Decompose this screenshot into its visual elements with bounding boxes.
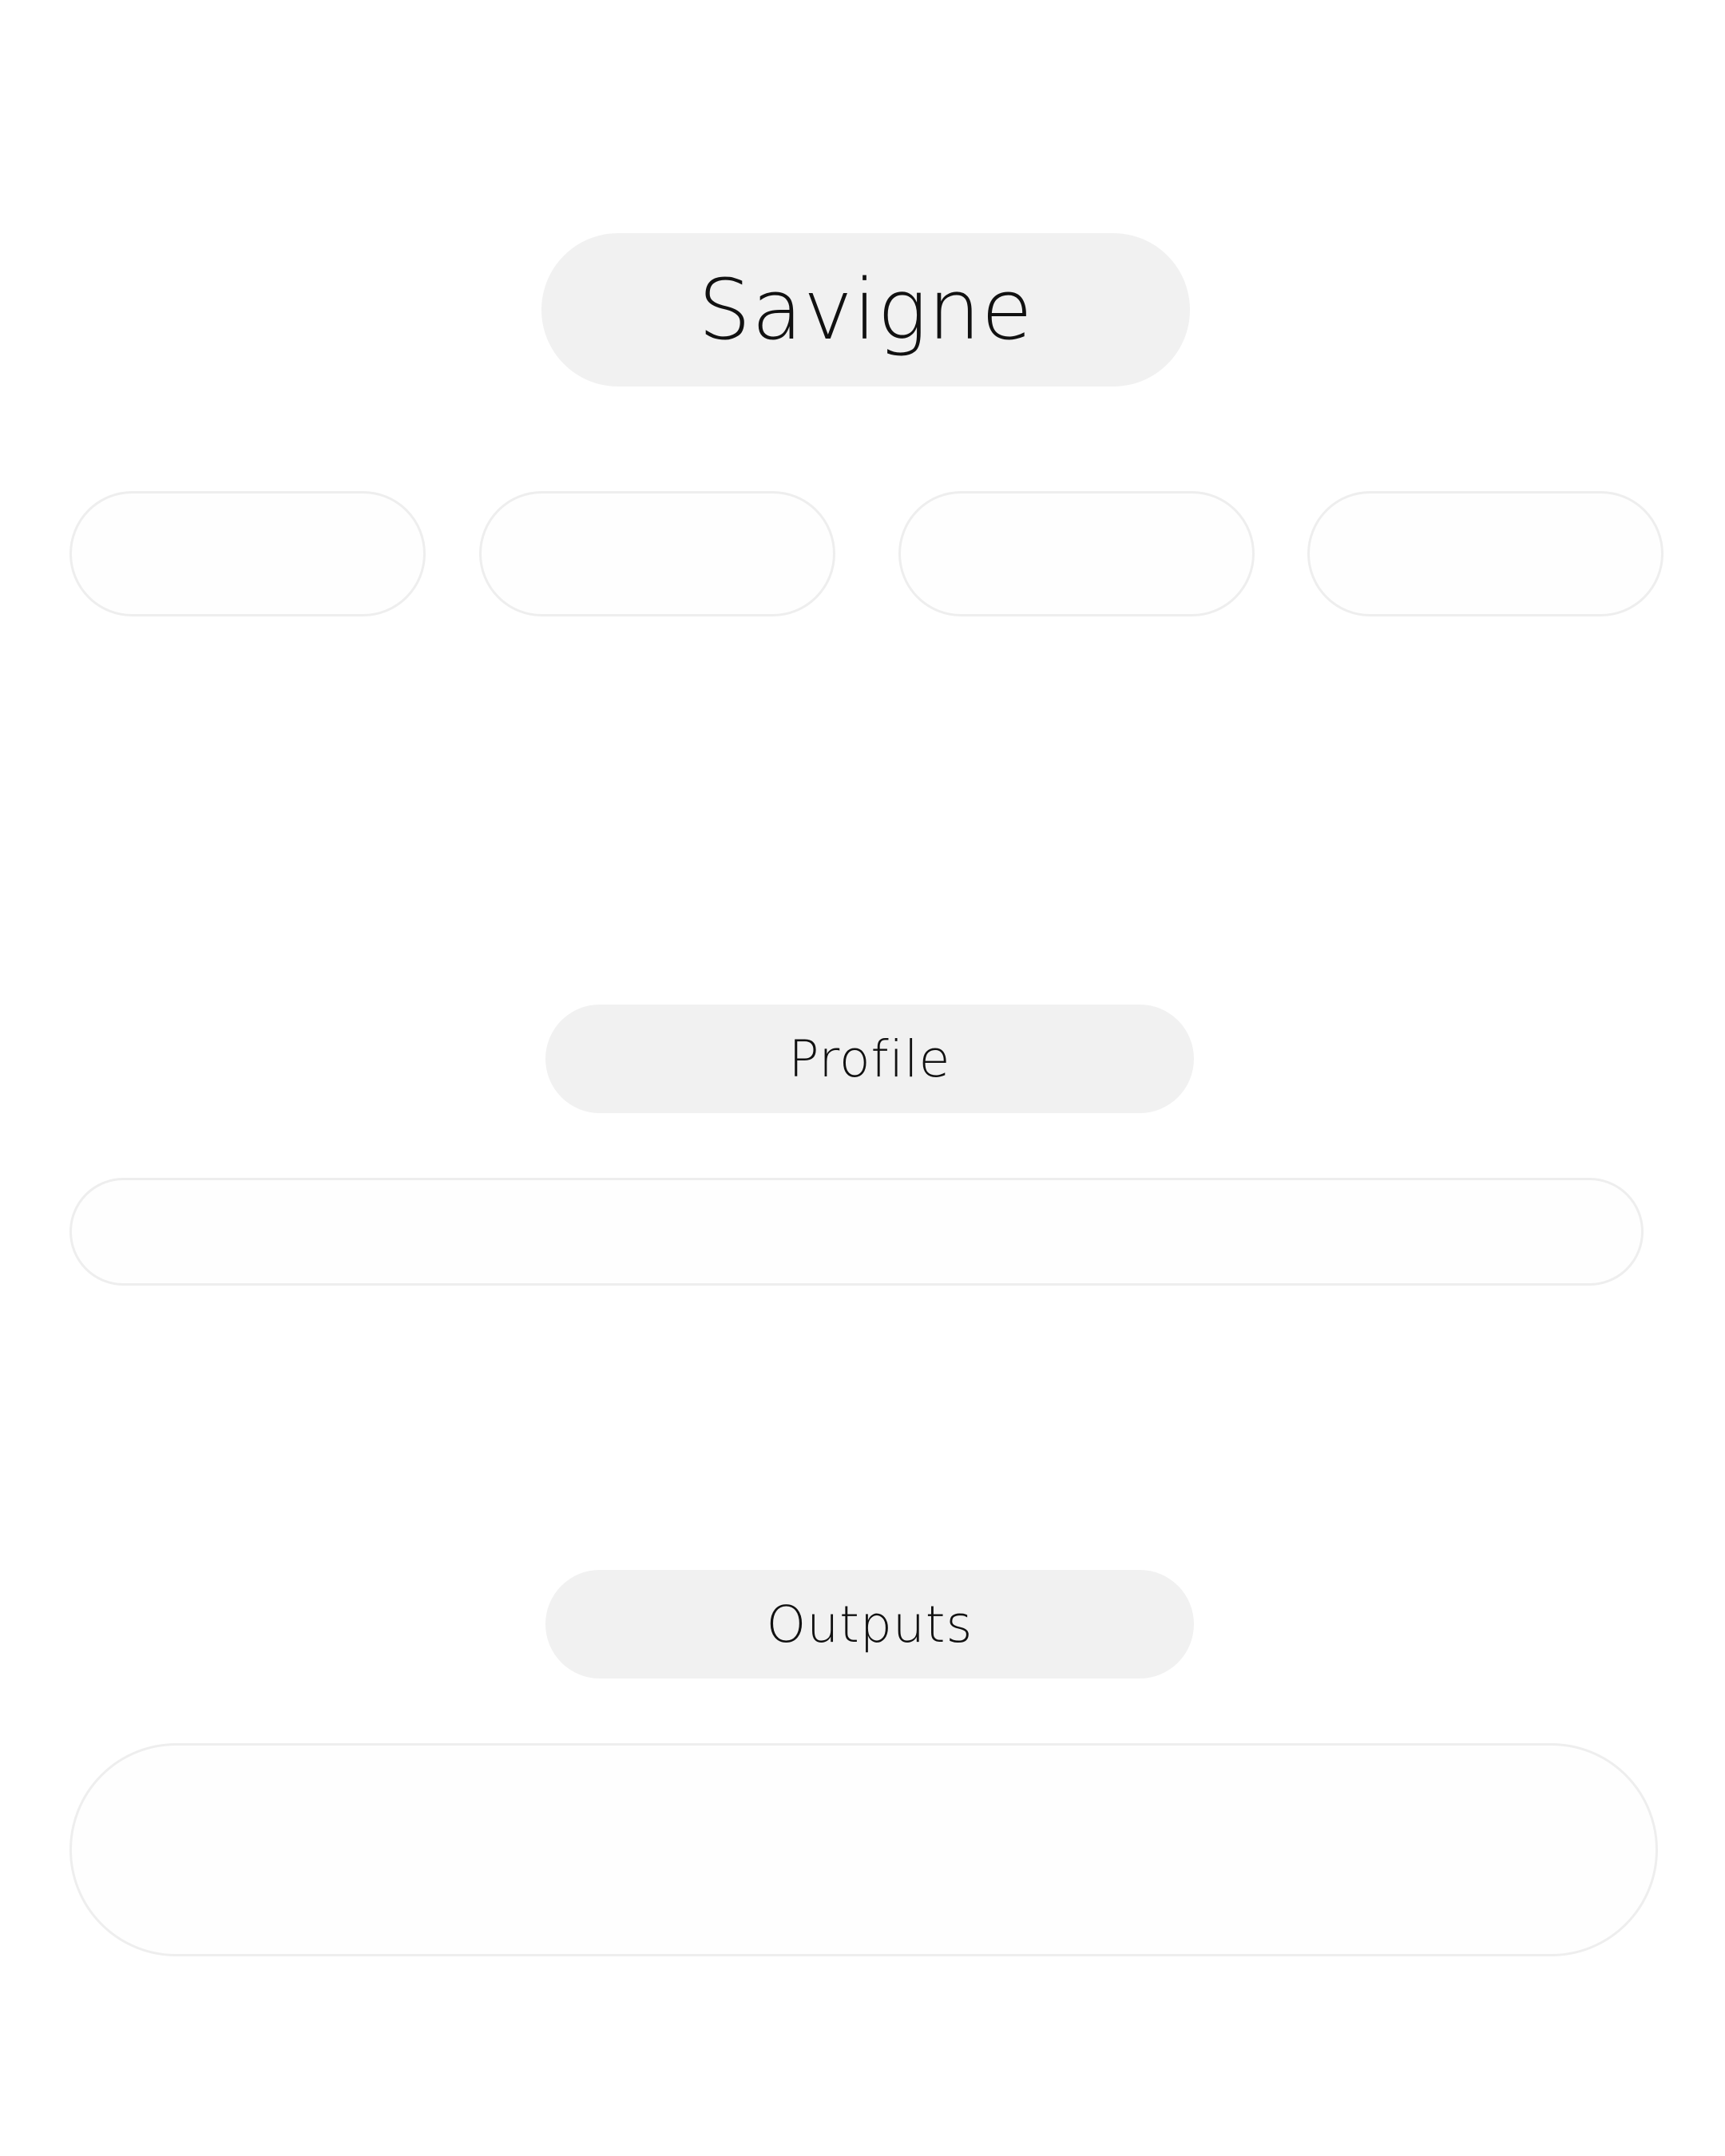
app-title: Savigne <box>698 261 1033 359</box>
nav-pill-3[interactable] <box>898 491 1255 616</box>
outputs-heading: Outputs <box>766 1595 974 1654</box>
app-title-pill: Savigne <box>541 233 1190 386</box>
profile-heading-pill: Profile <box>545 1005 1194 1113</box>
outputs-field[interactable] <box>69 1743 1658 1956</box>
outputs-heading-pill: Outputs <box>545 1570 1194 1678</box>
profile-field[interactable] <box>69 1178 1644 1286</box>
profile-heading: Profile <box>788 1029 951 1088</box>
nav-pill-1[interactable] <box>69 491 426 616</box>
nav-pill-2[interactable] <box>479 491 835 616</box>
nav-pill-4[interactable] <box>1307 491 1664 616</box>
